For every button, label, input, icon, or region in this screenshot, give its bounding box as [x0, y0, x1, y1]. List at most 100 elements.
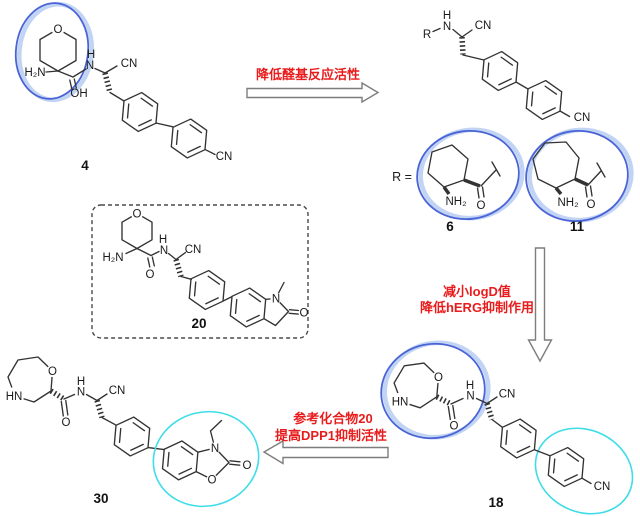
arrow-top-text: 降低醛基反应活性	[256, 67, 360, 82]
atom-label-n: N	[86, 60, 94, 72]
compound-6-label: 6	[446, 219, 454, 234]
wedge-bonds	[554, 177, 589, 196]
cyclohexane-ring	[427, 144, 469, 188]
benzene-ring	[499, 416, 538, 461]
highlight-glow-c11	[527, 127, 634, 223]
atom-label-o: O	[146, 269, 155, 281]
compound-20-label: 20	[191, 316, 206, 331]
atom-label-h: H	[443, 10, 451, 22]
atom-label-aryl-cn: CN	[574, 112, 591, 124]
atom-label-cn: CN	[121, 58, 138, 70]
hashed-wedge-bond	[173, 258, 184, 278]
compound-6-structure: NH₂ O 6	[416, 127, 525, 234]
intermediate-structure: R H N CN CN R =	[392, 10, 590, 184]
atom-label-r: R	[423, 29, 431, 41]
atom-label-ring-o: O	[54, 24, 63, 36]
atom-label-aryl-cn: CN	[594, 481, 611, 493]
atom-label-ring-o: O	[133, 209, 142, 221]
atom-label-aryl-cn: CN	[216, 151, 233, 163]
carbonyl-double-bond	[584, 185, 593, 198]
hashed-wedge-bond	[94, 399, 105, 419]
bonds-c18	[450, 396, 592, 485]
atom-label-amine: NH₂	[445, 196, 466, 208]
atom-label-n: N	[466, 391, 474, 403]
atom-label-ring-nh: HN	[6, 391, 23, 403]
highlight-ellipse-c4-thp	[14, 2, 90, 100]
benzene-ring	[228, 285, 268, 330]
atom-label-amine: H₂N	[102, 252, 123, 264]
atom-bg	[270, 293, 282, 304]
atom-label-o: O	[477, 200, 486, 212]
atom-label-o: O	[587, 199, 596, 211]
highlight-ellipse-c30-benzoxazolone	[152, 410, 260, 508]
atom-label-o: O	[450, 421, 459, 433]
atom-bg	[206, 474, 218, 485]
r-equals-label: R =	[392, 170, 412, 184]
atom-label-indole-n: N	[272, 294, 280, 306]
benzene-ring	[160, 438, 200, 482]
bonds-c20	[125, 247, 285, 302]
compound-11-structure: NH₂ O 11	[525, 127, 634, 234]
atom-label-oh: OH	[70, 88, 87, 100]
benzene-ring	[112, 414, 152, 459]
atom-label-h: H	[466, 380, 474, 392]
highlight-ellipse-c11	[525, 129, 629, 223]
atom-label-cn: CN	[475, 20, 492, 32]
atom-label-ring-o: O	[434, 372, 443, 384]
reaction-arrow-left: 参考化合物20 提高DPP1抑制活性	[262, 411, 389, 465]
atom-label-h: H	[159, 234, 167, 246]
carbonyl-double-bond	[60, 399, 69, 417]
wedge-bonds	[442, 178, 481, 196]
lactam-double-bond	[288, 309, 300, 315]
attachment-bond	[480, 161, 501, 187]
atom-bg	[209, 442, 221, 454]
attachment-bond	[587, 162, 606, 186]
atom-label-indole-o: O	[300, 308, 309, 320]
hashed-wedge-bond	[484, 402, 495, 421]
atom-bg	[6, 387, 24, 405]
compound-20-structure: O N H₂N O H N CN O 20	[91, 204, 309, 339]
highlight-ellipse-c18-oxazepane	[380, 342, 486, 440]
highlight-ellipse-c18-arylnitrile	[534, 427, 634, 515]
benzene-ring	[524, 78, 564, 122]
atom-label-oxazole-ring-o: O	[208, 475, 217, 487]
compound-4-label: 4	[81, 158, 89, 173]
benzene-ring	[480, 49, 520, 93]
arrow-middle-text-line1: 减小logD值	[443, 284, 511, 299]
atom-label-n: N	[77, 387, 85, 399]
highlight-glow-c6	[418, 127, 525, 221]
atom-bg	[51, 22, 65, 36]
right-arrow-shape	[246, 81, 380, 104]
compound-4-structure: O H₂N OH H N CN CN 4	[14, 1, 233, 173]
reference-compound-box	[91, 204, 309, 339]
lactone-double-bond	[229, 460, 241, 466]
benzene-ring	[169, 116, 209, 161]
benzene-ring	[187, 268, 227, 312]
atom-label-o: O	[62, 417, 71, 429]
atom-label-n: N	[160, 245, 168, 257]
reaction-arrow-right: 降低醛基反应活性	[246, 67, 380, 104]
carbonyl-double-bond	[69, 78, 77, 90]
carbonyl-double-bond	[476, 186, 485, 199]
arrow-bottom-text-line2: 提高DPP1抑制活性	[275, 428, 387, 443]
carbonyl-double-bond	[447, 404, 456, 421]
atom-label-amine: NH₂	[557, 197, 578, 209]
arrow-middle-text-line2: 降低hERG抑制作用	[420, 300, 534, 315]
highlight-ellipse-c6	[416, 129, 520, 221]
down-arrow-shape	[527, 247, 553, 363]
bonds-c30	[63, 393, 223, 451]
reaction-arrow-down: 减小logD值 降低hERG抑制作用	[420, 247, 553, 363]
atom-bg	[392, 392, 410, 411]
atom-label-n: N	[443, 21, 451, 33]
hashed-wedge-bond	[435, 394, 453, 407]
benzene-ring	[120, 90, 160, 134]
compound-18-label: 18	[488, 495, 504, 510]
atom-label-oxazole-n: N	[211, 443, 219, 455]
atom-label-h: H	[87, 49, 95, 61]
compound-30-structure: O HN N O O H N CN O 30	[6, 356, 260, 508]
atom-label-cn: CN	[109, 385, 126, 397]
atom-label-cn: CN	[185, 244, 202, 256]
carbonyl-double-bond	[147, 256, 155, 268]
